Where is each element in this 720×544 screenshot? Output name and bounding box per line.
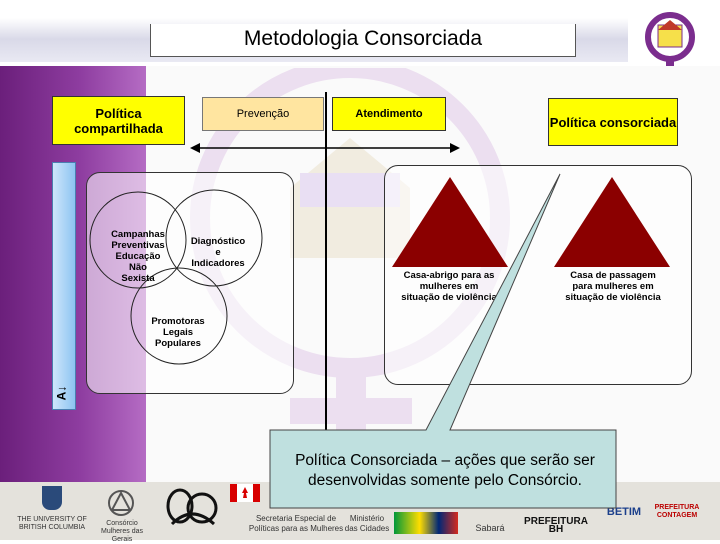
atendimento-box: Atendimento [332, 97, 446, 131]
consorcio-logo-icon [108, 490, 134, 516]
callout-text: Política Consorciada – ações que serão s… [295, 452, 595, 489]
promotoras-text: Promotoras Legais Populares [151, 316, 205, 349]
ubc-logo-text: THE UNIVERSITY OF BRITISH COLUMBIA [17, 516, 87, 531]
contagem-logo-text: PREFEITURA CONTAGEM [654, 504, 700, 519]
casa-passagem-text: Casa de passagem para mulheres em situaç… [565, 270, 661, 303]
casa-abrigo-text: Casa-abrigo para as mulheres em situação… [401, 270, 497, 303]
brasil-logo-icon [394, 512, 458, 534]
campanhas-text: Campanhas Preventivas Educação Não Sexis… [111, 229, 165, 284]
secretaria-logo-text: Secretaria Especial de Políticas para as… [248, 514, 344, 533]
betim-logo-text: BETIM [606, 506, 642, 518]
consorcio-logo-text: Consórcio Mulheres das Gerais [100, 520, 144, 543]
politica-consorciada-box: Política consorciada [548, 98, 678, 146]
sabara-logo-text: Sabará [475, 523, 505, 533]
houses-graphic [392, 177, 670, 267]
ministerio-logo-text: Ministério das Cidades [344, 514, 390, 533]
pbh-logo-text: PREFEITURA BH [524, 516, 588, 535]
casa-abrigo-roof-icon [392, 177, 508, 267]
vertical-blue-bar [52, 162, 76, 410]
prevencao-panel [86, 172, 294, 394]
casa-passagem-roof-icon [554, 177, 670, 267]
callout-bubble [269, 173, 617, 509]
prevencao-box: Prevenção [202, 97, 324, 131]
politica-compartilhada-box: Política compartilhada [52, 96, 185, 145]
ubc-crest-icon [42, 486, 62, 510]
canada-flag-icon [230, 484, 260, 502]
figures-logo-icon [166, 488, 218, 526]
arrow-divider [190, 92, 460, 482]
side-label: A↓ [54, 385, 69, 401]
page-title: Metodologia Consorciada [150, 24, 576, 57]
diagnostico-text: Diagnóstico e Indicadores [190, 236, 246, 269]
venn-circles [89, 189, 263, 365]
